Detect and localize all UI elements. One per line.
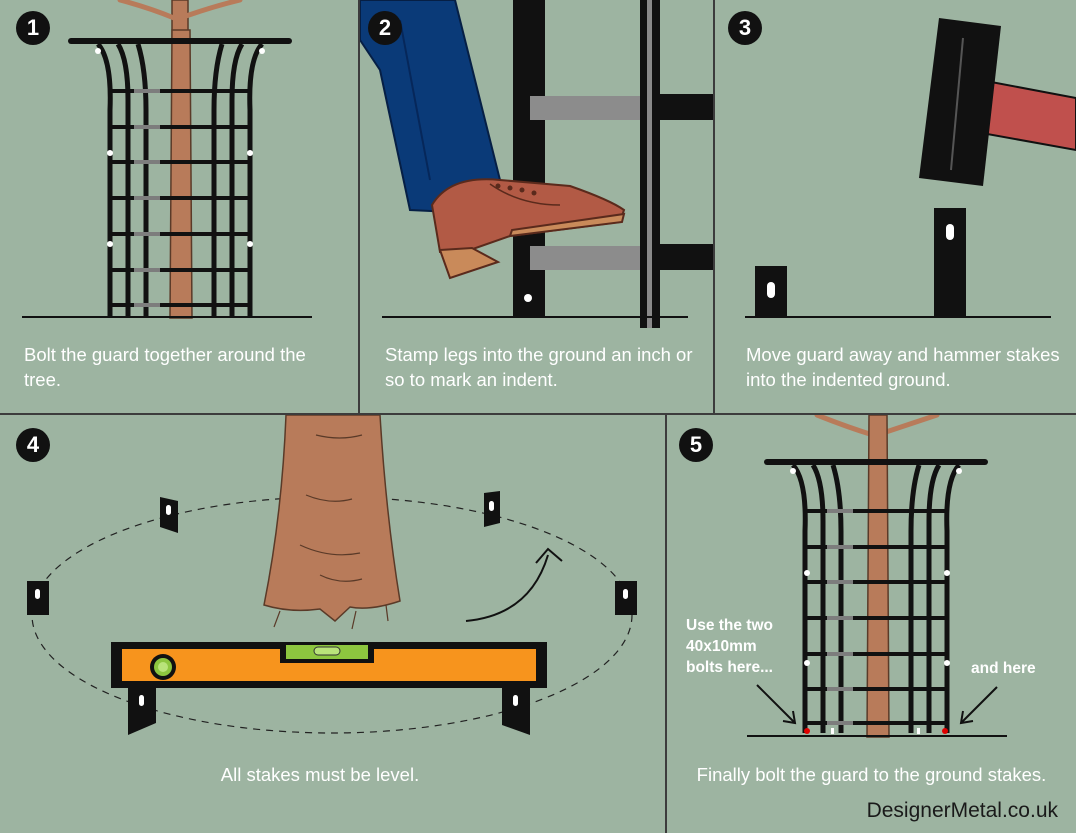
brand-watermark[interactable]: DesignerMetal.co.uk (866, 799, 1058, 822)
step-caption: Bolt the guard together around the tree. (24, 344, 306, 390)
step-1-panel: 1 Bolt the guard together around the tre… (0, 0, 358, 413)
spirit-level-icon (27, 415, 637, 735)
step-5-panel: 5 Use the two 40x10mm bolts here... and … (667, 415, 1076, 833)
rotate-arrow-icon (465, 554, 549, 622)
step-caption: All stakes must be level. (220, 764, 420, 785)
step-caption: Move guard away and hammer stakes into t… (746, 344, 1060, 390)
bolts-right-label: and here (971, 660, 1036, 677)
step-2-panel: 2 Stamp legs into the ground an inch or … (360, 0, 713, 413)
step-number-badge: 5 (679, 428, 713, 462)
bolts-left-label: Use the two 40x10mm bolts here... (686, 617, 773, 676)
tree-guard-icon (22, 0, 312, 319)
step-caption: Finally bolt the guard to the ground sta… (696, 764, 1047, 785)
step-caption: Stamp legs into the ground an inch or so… (385, 344, 693, 390)
step-number-badge: 2 (368, 11, 402, 45)
tree-guard-icon (747, 415, 1007, 738)
step-3-panel: 3 Move guard away and hammer stakes into… (715, 0, 1076, 413)
step-4-panel: 4 All stakes must be level. (0, 415, 665, 833)
divider-v2 (713, 0, 715, 413)
step-number-badge: 3 (728, 11, 762, 45)
boot-icon (360, 0, 713, 328)
divider-v3 (665, 415, 667, 833)
step-number-badge: 4 (16, 428, 50, 462)
mallet-icon (745, 18, 1076, 318)
divider-h (0, 413, 1076, 415)
step-number-badge: 1 (16, 11, 50, 45)
pointer-arrow-icon (756, 684, 998, 725)
divider-v1 (358, 0, 360, 413)
